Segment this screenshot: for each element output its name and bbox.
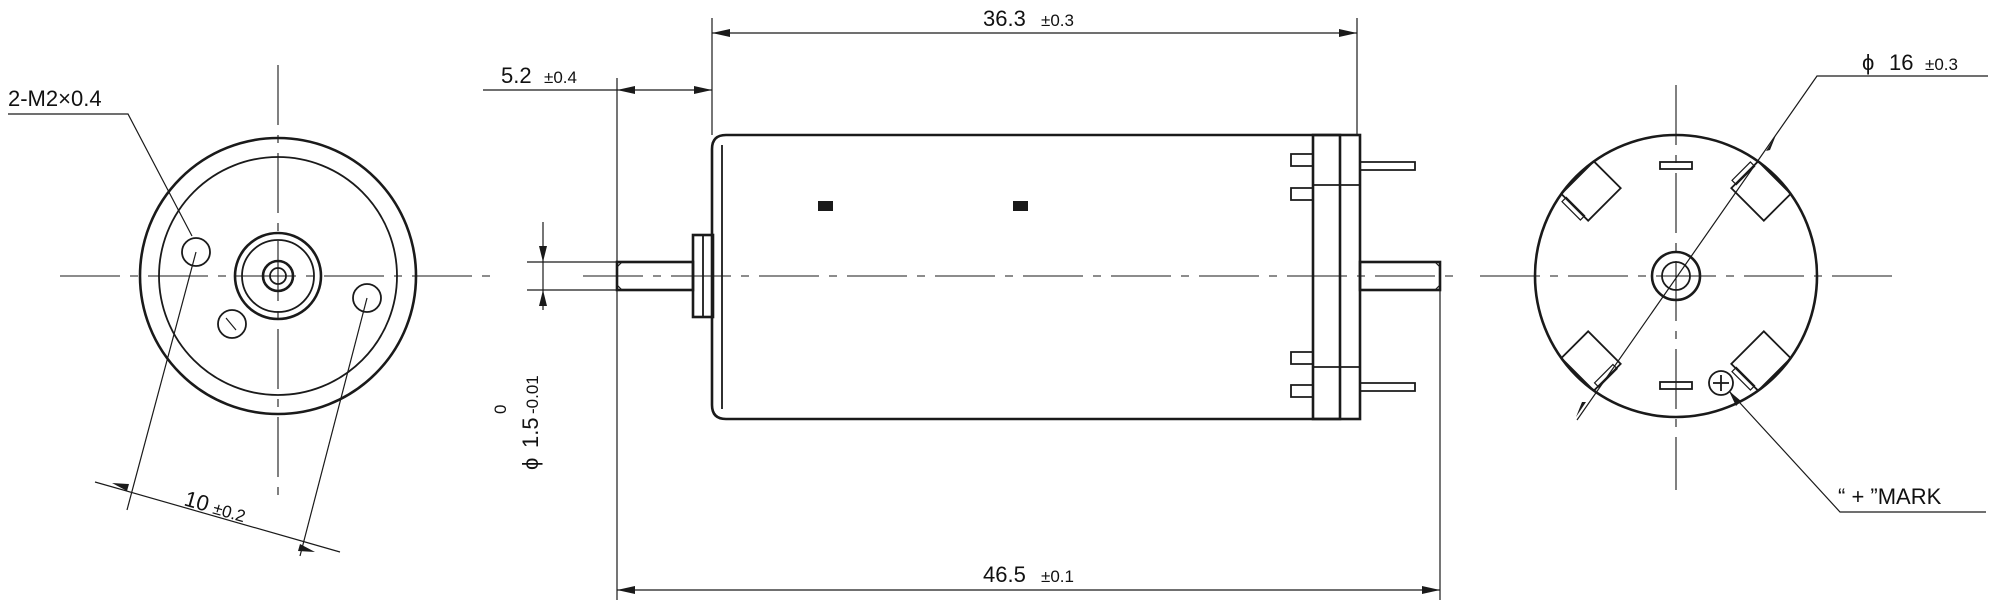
rear-view: ϕ 16 ±0.3 “ + ”MARK (1480, 50, 1988, 513)
front-shaft-bore (269, 267, 287, 285)
rear-bearing-inner (1661, 261, 1691, 291)
brush-pad-bottom-right (1730, 330, 1792, 392)
terminal-top (1360, 161, 1416, 171)
clip-bottom-2 (1290, 384, 1313, 398)
svg-text:±0.3: ±0.3 (1925, 55, 1958, 74)
dim-arrow-shaft-top (539, 246, 547, 262)
rear-shaft (1358, 260, 1442, 292)
rear-outer-circle (1533, 133, 1819, 419)
mark-arrow (1729, 391, 1741, 406)
front-view: 2-M2×0.4 10 ±0.2 (8, 65, 495, 557)
front-shaft-circle (261, 259, 295, 293)
clip-top-1 (1290, 153, 1313, 167)
plus-mark-circle (1708, 370, 1734, 396)
vent-hole (217, 309, 247, 339)
dim-arrow-shaft-bottom (539, 290, 547, 306)
vent-hole-mark (225, 317, 237, 331)
svg-text:10: 10 (182, 486, 212, 517)
thread-leader (8, 113, 193, 237)
dim-arrow-46-right (1422, 586, 1440, 594)
clip-bottom-1 (1290, 351, 1313, 365)
svg-text:±0.4: ±0.4 (544, 68, 577, 87)
mark-leader (1728, 390, 1986, 513)
svg-text:46.5: 46.5 (983, 562, 1026, 587)
mounting-hole-right (352, 283, 382, 313)
clip-top-2 (1290, 187, 1313, 201)
side-view: 36.3 ±0.3 5.2 ±0.4 46.5 ±0.1 ϕ 1.5 0 -0.… (483, 6, 1460, 600)
dim-arrow-5-left (617, 86, 635, 94)
svg-text:±0.2: ±0.2 (211, 499, 248, 526)
terminal-bottom (1360, 382, 1416, 392)
front-outer-circle (138, 136, 418, 416)
hole-spacing-label: 10 ±0.2 (182, 486, 248, 526)
diameter-arrow-bottom (1576, 402, 1586, 417)
end-cap (1311, 133, 1362, 421)
front-shaft-chamfer-top (616, 261, 623, 268)
slot-top (1659, 161, 1693, 170)
spacing-arrow-right (298, 544, 315, 552)
svg-text:36.3: 36.3 (983, 6, 1026, 31)
svg-text:ϕ: ϕ (1862, 50, 1874, 75)
shaft-diameter-label: ϕ 1.5 0 -0.01 (491, 375, 543, 470)
svg-text:±0.3: ±0.3 (1041, 11, 1074, 30)
overall-length-label: 46.5 ±0.1 (983, 562, 1074, 587)
body-diameter-label: ϕ 16 ±0.3 (1862, 50, 1958, 75)
body-marker-left (818, 201, 833, 211)
front-shaft-chamfer-bottom (616, 284, 623, 291)
mounting-hole-left (181, 237, 211, 267)
diameter-arrow-top (1766, 135, 1776, 151)
body-length-label: 36.3 ±0.3 (983, 6, 1074, 31)
rear-bearing-outer (1650, 250, 1702, 302)
dim-arrow-36-right (1339, 29, 1357, 37)
rear-shaft-chamfer-top (1434, 261, 1441, 268)
body-marker-right (1013, 201, 1028, 211)
front-boss-inner (241, 239, 315, 313)
front-boss-outer (233, 231, 323, 321)
brush-pad-bottom-left (1560, 330, 1622, 392)
spacing-arrow-left (112, 483, 129, 491)
shaft-extension-label: 5.2 ±0.4 (501, 63, 577, 88)
diameter-leader (1576, 75, 1988, 421)
svg-text:5.2: 5.2 (501, 63, 532, 88)
brush-pad-top-left (1560, 160, 1622, 222)
svg-text:1.5: 1.5 (518, 417, 543, 448)
spacing-dim-line (94, 481, 341, 553)
dim-arrow-36-left (712, 29, 730, 37)
thread-callout: 2-M2×0.4 (8, 86, 102, 111)
spacing-ext-left (126, 251, 197, 511)
svg-text:±0.1: ±0.1 (1041, 567, 1074, 586)
plus-mark-callout: “ + ”MARK (1838, 484, 1942, 509)
svg-text:0: 0 (491, 405, 510, 414)
slot-bottom (1659, 381, 1693, 390)
spacing-ext-right (299, 297, 368, 557)
svg-text:-0.01: -0.01 (523, 375, 542, 414)
dim-arrow-5-right (694, 86, 712, 94)
rear-shaft-chamfer-bottom (1434, 284, 1441, 291)
front-inner-circle (158, 156, 398, 396)
brush-pad-top-right (1730, 160, 1792, 222)
motor-body (710, 133, 1342, 421)
svg-text:16: 16 (1889, 50, 1913, 75)
dim-arrow-46-left (617, 586, 635, 594)
svg-text:ϕ: ϕ (518, 458, 543, 470)
